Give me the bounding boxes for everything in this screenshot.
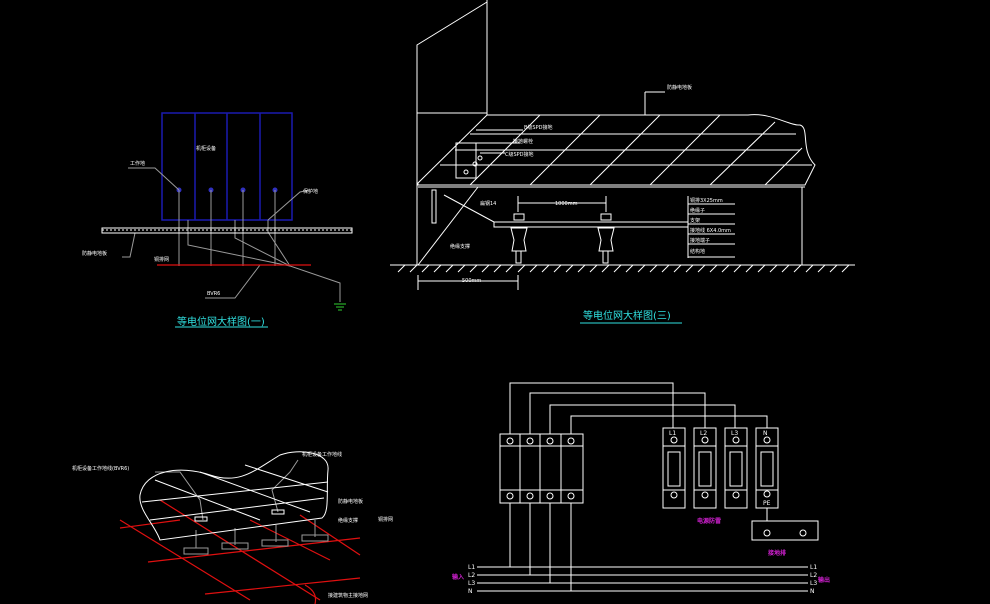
fuse-module-l3: [724, 427, 748, 509]
dimension-spacing: 1000mm: [555, 201, 578, 207]
module-label: L3: [731, 430, 738, 437]
label-cabinet-ground: 机柜设备工作地线: [302, 451, 342, 458]
grounding-grid: [119, 499, 361, 604]
label-grid-2: 铜排网: [378, 516, 393, 523]
label-floor: 防静电地板: [82, 250, 107, 257]
output-note: 输出: [818, 576, 830, 584]
pe-label: PE: [763, 500, 771, 507]
legend-item: 接地线 6X4.0mm: [690, 227, 731, 234]
bus-label-l2-out: L2: [810, 572, 817, 579]
module-label: L2: [700, 430, 707, 437]
detail-3: [390, 0, 855, 290]
fuse-module-l2: [693, 427, 717, 509]
bus-label-n: N: [468, 588, 473, 595]
label-wire: BVR6: [207, 291, 220, 297]
dimension-offset: 500mm: [462, 278, 481, 284]
legend-item: 接地端子: [690, 237, 710, 244]
detail-1-title: 等电位网大样图(一): [177, 315, 265, 328]
spd-module: [499, 433, 584, 504]
bus-label-l2: L2: [468, 572, 475, 579]
legend-item: 绝缘子: [690, 207, 705, 214]
detail-2: 机柜设备工作地线(BVR6) 机柜设备工作地线 防静电地板 绝缘支撑 铜排网 接…: [72, 451, 393, 604]
label-bolt: 接地螺栓: [513, 138, 533, 145]
pe-bar: [751, 520, 819, 541]
detail-1: 工作地 机柜设备 保护地 防静电地板 铜排网 BVR6 等电位网大样图(一): [82, 112, 353, 328]
legend-item: 铜排3X25mm: [690, 197, 723, 204]
label-work-ground: 工作地: [130, 160, 145, 167]
bus-label-l3: L3: [468, 580, 475, 587]
label-cabinet: 机柜设备: [196, 145, 216, 152]
label-protect-ground: 保护地: [303, 188, 318, 195]
floor-plate: [139, 451, 329, 541]
label-bar: 扁钢14: [480, 200, 496, 207]
label-grid: 铜排网: [154, 256, 169, 263]
label-support-2: 绝缘支撑: [338, 517, 358, 524]
fuse-module-n: [755, 427, 779, 509]
bus-label-l3-out: L3: [810, 580, 817, 587]
label-floor-2: 防静电地板: [338, 498, 363, 505]
copper-bar: [493, 221, 689, 228]
label-cabinet-wire: 机柜设备工作地线(BVR6): [72, 465, 129, 472]
bus-label-n-out: N: [810, 588, 815, 595]
bus-label-l1: L1: [468, 564, 475, 571]
ground-icon: [334, 303, 346, 311]
legend-table: [687, 196, 735, 258]
raised-floor: [417, 114, 816, 186]
wiring-diagram: [477, 382, 819, 592]
wiring-text: L1 L2 L3 N L1 L2 L3 N L1 L2 L3 N PE 电源防雷…: [452, 430, 830, 595]
legend-item: 支架: [690, 217, 700, 224]
label-support: 绝缘支撑: [450, 243, 470, 250]
module-label: N: [763, 430, 768, 437]
label-spd-c: C级SPD接地: [505, 151, 534, 158]
bus-label-l1-out: L1: [810, 564, 817, 571]
module-label: L1: [669, 430, 676, 437]
pe-note: 接地排: [767, 549, 786, 557]
insulator-1: [510, 213, 528, 264]
label-building: 接建筑物主接地网: [328, 592, 368, 599]
spd-note: 电源防雷: [697, 517, 721, 525]
label-floor-3: 防静电地板: [667, 84, 692, 91]
legend-item: 结构地: [690, 248, 705, 255]
label-spd-b: B级SPD接地: [524, 124, 552, 131]
insulator-2: [597, 213, 615, 264]
fuse-module-l1: [662, 427, 686, 509]
input-note: 输入: [452, 573, 464, 581]
detail-3-text: 防静电地板 B级SPD接地 接地螺栓 C级SPD接地 扁钢14 绝缘支撑 100…: [450, 84, 731, 324]
detail-3-title: 等电位网大样图(三): [583, 309, 671, 322]
